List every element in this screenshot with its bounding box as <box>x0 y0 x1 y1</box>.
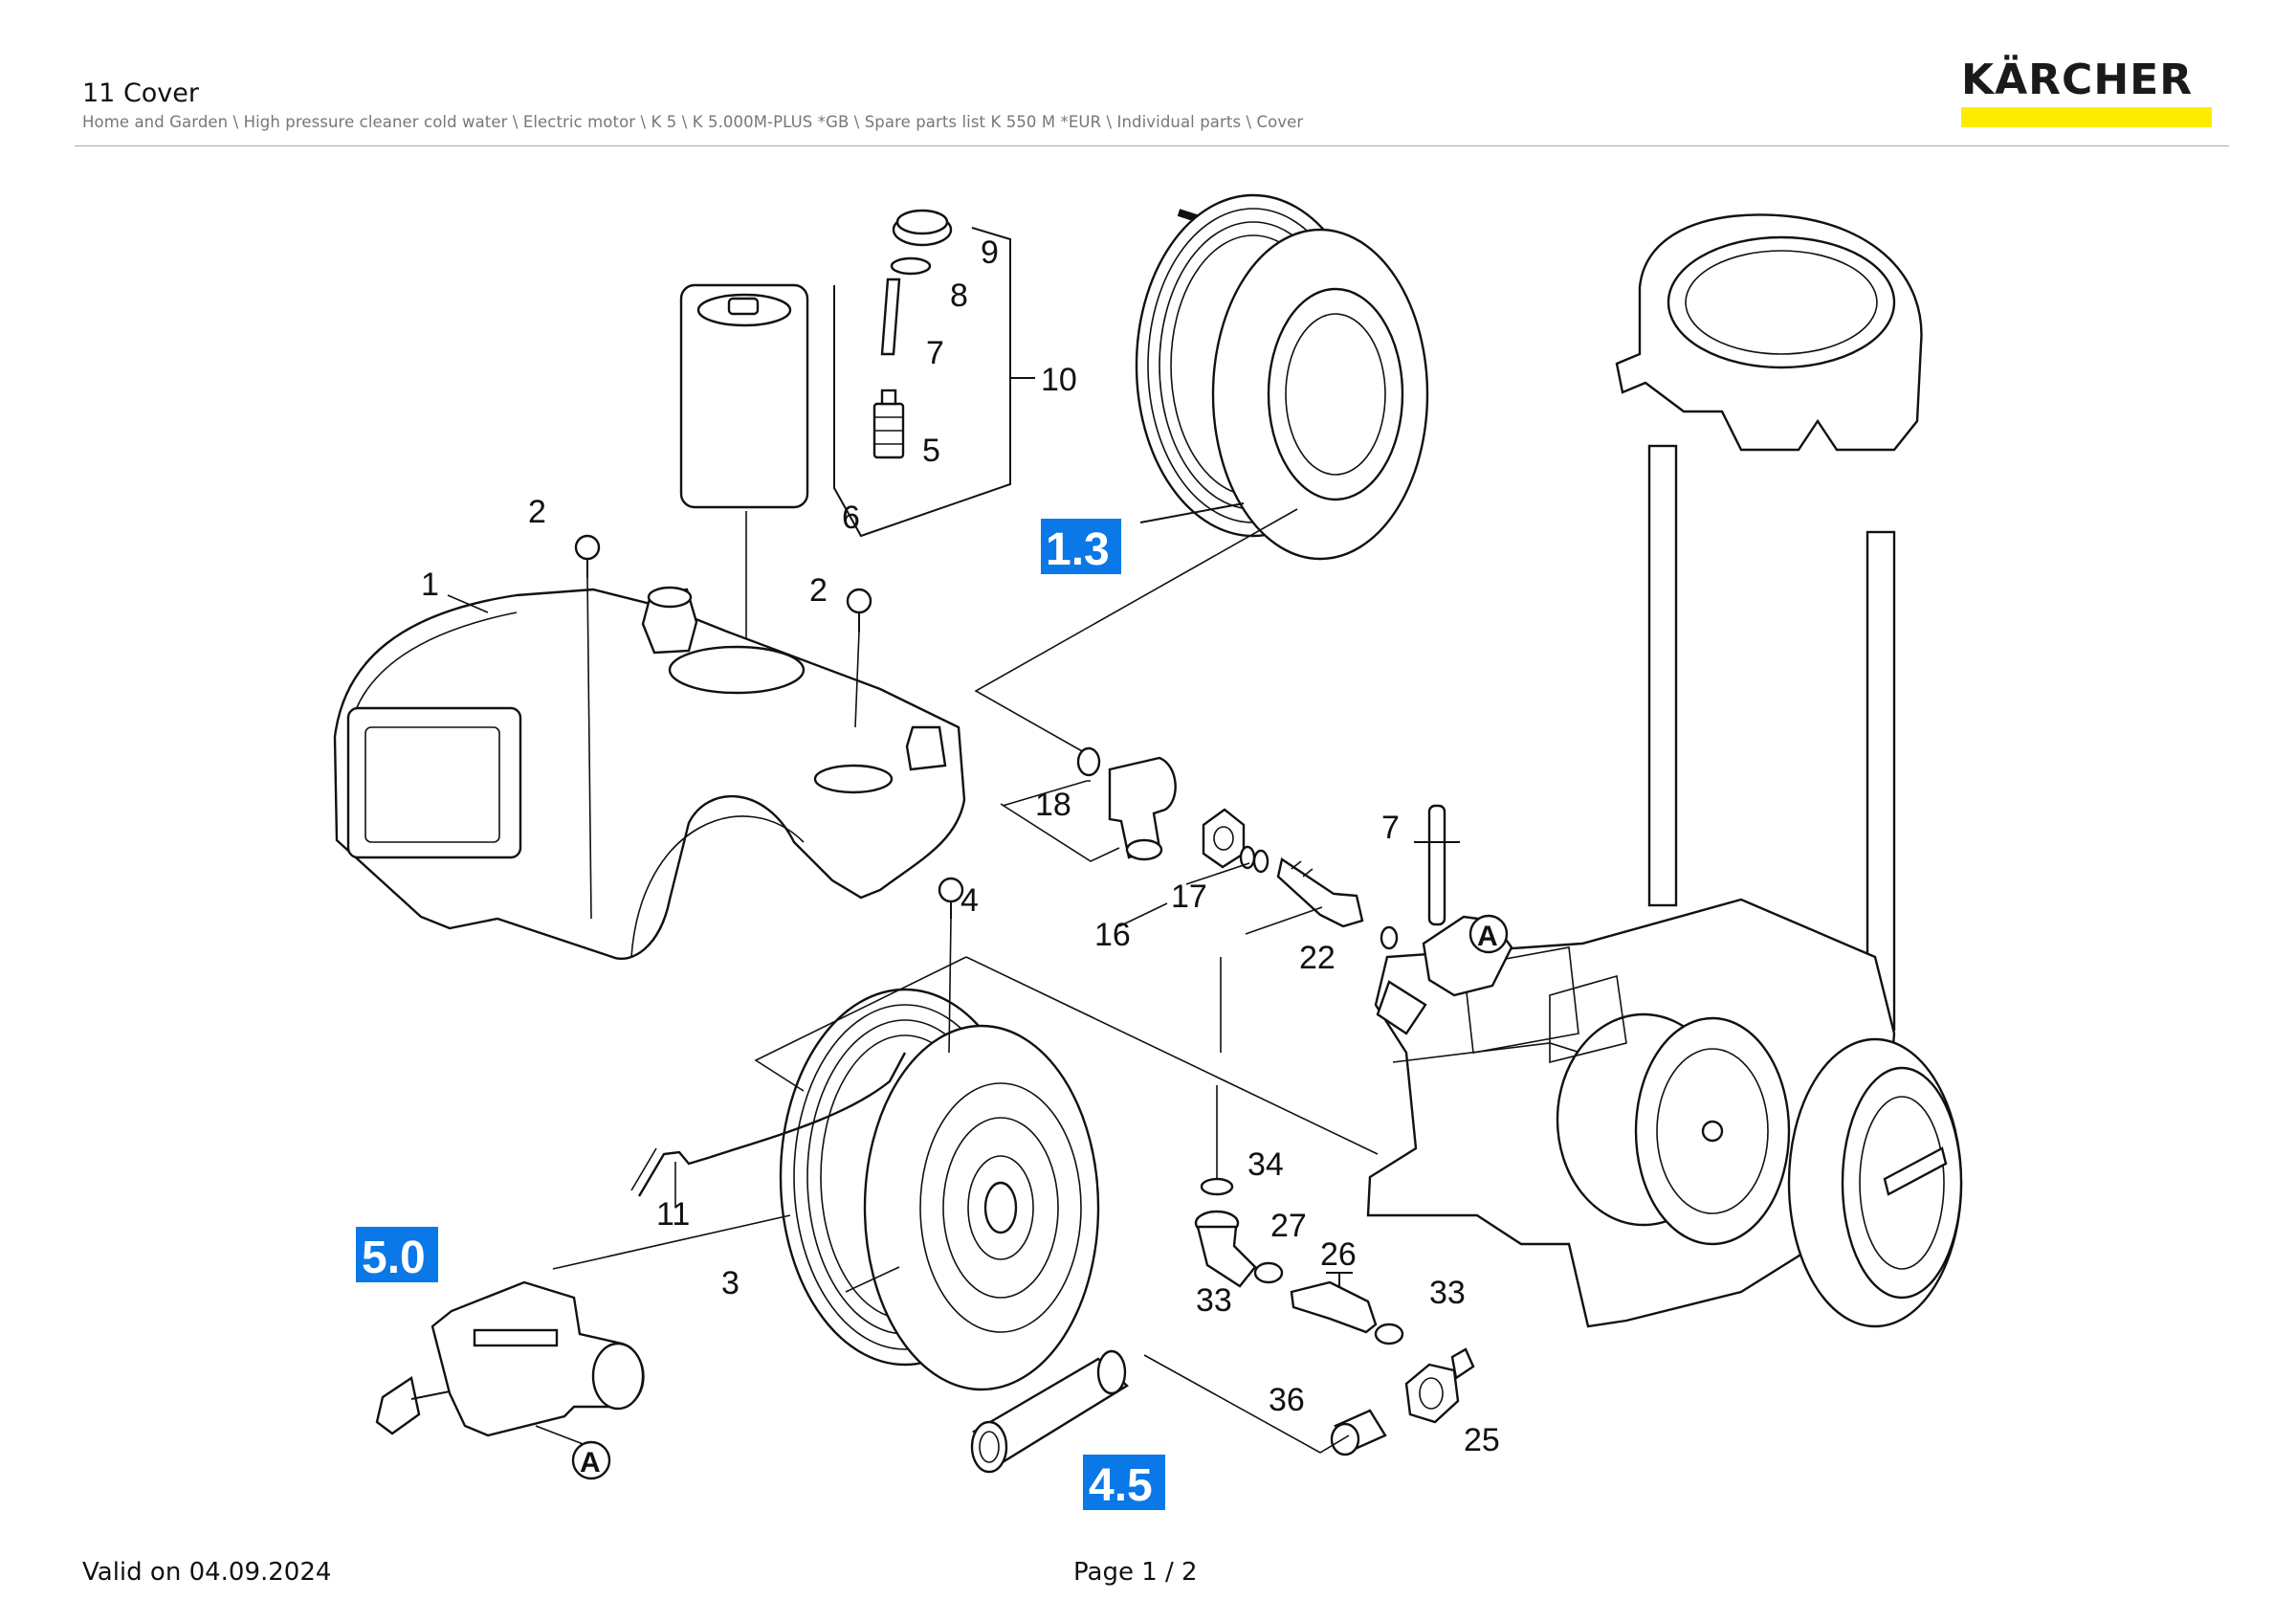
leader-3 <box>552 1214 791 1270</box>
part-7-tube <box>880 278 901 356</box>
connector-a-label-pump: A <box>580 1447 601 1478</box>
tag-1.3-badge <box>1041 519 1121 574</box>
axis-line-lower <box>965 956 1379 1155</box>
part-18-oring <box>1076 746 1101 777</box>
connector-a-label-machine: A <box>1477 921 1498 952</box>
leader-18 <box>1002 780 1091 807</box>
part-33-clamp-left <box>1253 1261 1284 1284</box>
axis-line-upper <box>974 508 1298 757</box>
label-25: 25 <box>1464 1422 1500 1458</box>
axis-line-lower-left <box>754 956 967 1092</box>
label-10: 10 <box>1041 362 1077 398</box>
header-divider <box>75 145 2229 146</box>
part-4.5-tube <box>970 1349 1129 1474</box>
part-27-elbow <box>1194 1210 1257 1288</box>
label-26: 26 <box>1320 1236 1357 1273</box>
label-3: 3 <box>721 1265 740 1301</box>
part-5-filter <box>872 389 905 459</box>
label-1: 1 <box>421 567 439 603</box>
tag-1.3: 1.3 <box>1046 524 1110 575</box>
machine-motor <box>1463 946 1791 1246</box>
bracket-16 <box>1000 803 1120 862</box>
label-9: 9 <box>981 234 999 271</box>
brand-wordmark: KÄRCHER <box>1961 56 2194 104</box>
tag-5.0-badge <box>356 1227 438 1282</box>
leader-36 <box>1143 1354 1350 1454</box>
part-25-connector <box>1404 1347 1475 1424</box>
label-6: 6 <box>842 500 860 536</box>
part-33-clamp-right <box>1374 1323 1404 1345</box>
label-5: 5 <box>922 433 940 469</box>
label-2-right: 2 <box>809 572 828 609</box>
part-17-nut <box>1202 808 1269 874</box>
leader-1.3 <box>1139 502 1245 523</box>
label-34: 34 <box>1247 1146 1284 1183</box>
label-4: 4 <box>960 882 979 919</box>
leader-1 <box>447 594 489 613</box>
part-10-bracket <box>833 227 1035 538</box>
page-number: Page 1 / 2 <box>1073 1558 1198 1587</box>
page-title: 11 Cover <box>82 78 200 108</box>
label-36: 36 <box>1269 1382 1305 1418</box>
leader-16 <box>1118 902 1168 927</box>
leader-A-lower <box>535 1425 586 1446</box>
leader-22 <box>1245 906 1323 935</box>
tag-4.5-badge <box>1083 1455 1165 1510</box>
part-5.0-pump <box>375 1280 645 1437</box>
part-22-valve <box>1276 857 1399 950</box>
machine-trolley-handle <box>1615 213 1923 1032</box>
part-3-hose-reel <box>779 988 1100 1391</box>
connector-a-pump: A <box>571 1440 611 1480</box>
part-36-nipple <box>1330 1409 1387 1456</box>
label-27: 27 <box>1270 1208 1307 1244</box>
label-16: 16 <box>1094 917 1131 953</box>
brand-logo: KÄRCHER <box>1961 59 2214 127</box>
breadcrumb: Home and Garden \ High pressure cleaner … <box>82 113 1304 131</box>
part-7-tube-machine <box>1414 804 1460 926</box>
label-18: 18 <box>1035 787 1071 823</box>
label-8: 8 <box>950 278 968 314</box>
label-17: 17 <box>1171 878 1207 915</box>
part-4-screw <box>938 877 964 1054</box>
part-2-screw-right <box>846 588 872 728</box>
part-2-screw-left <box>574 534 601 920</box>
label-33-left: 33 <box>1196 1282 1232 1319</box>
label-2-left: 2 <box>528 494 546 530</box>
tag-5.0: 5.0 <box>362 1233 426 1283</box>
label-7-machine: 7 <box>1381 810 1400 846</box>
brand-yellow-bar <box>1961 107 2212 127</box>
machine-wheel <box>1787 1037 1963 1328</box>
label-7-top: 7 <box>926 335 944 371</box>
label-22: 22 <box>1299 940 1336 976</box>
tag-4.5: 4.5 <box>1089 1460 1153 1511</box>
part-11-cable <box>630 1052 907 1208</box>
part-16-elbow <box>1108 756 1177 861</box>
part-8-oring <box>890 256 932 276</box>
connector-a-machine: A <box>1468 914 1509 954</box>
part-1.3-hose-reel <box>1135 193 1429 561</box>
part-9-cap <box>892 209 953 247</box>
part-6-container <box>679 283 809 660</box>
valid-date: Valid on 04.09.2024 <box>82 1558 332 1587</box>
leader-5.0-a <box>845 1266 900 1293</box>
label-33-right: 33 <box>1429 1275 1466 1311</box>
part-1-cover <box>333 586 966 960</box>
leader-17 <box>1185 862 1250 885</box>
part-34-oring <box>1200 1085 1234 1196</box>
label-11: 11 <box>656 1196 690 1233</box>
part-26-hose <box>1290 1272 1378 1334</box>
